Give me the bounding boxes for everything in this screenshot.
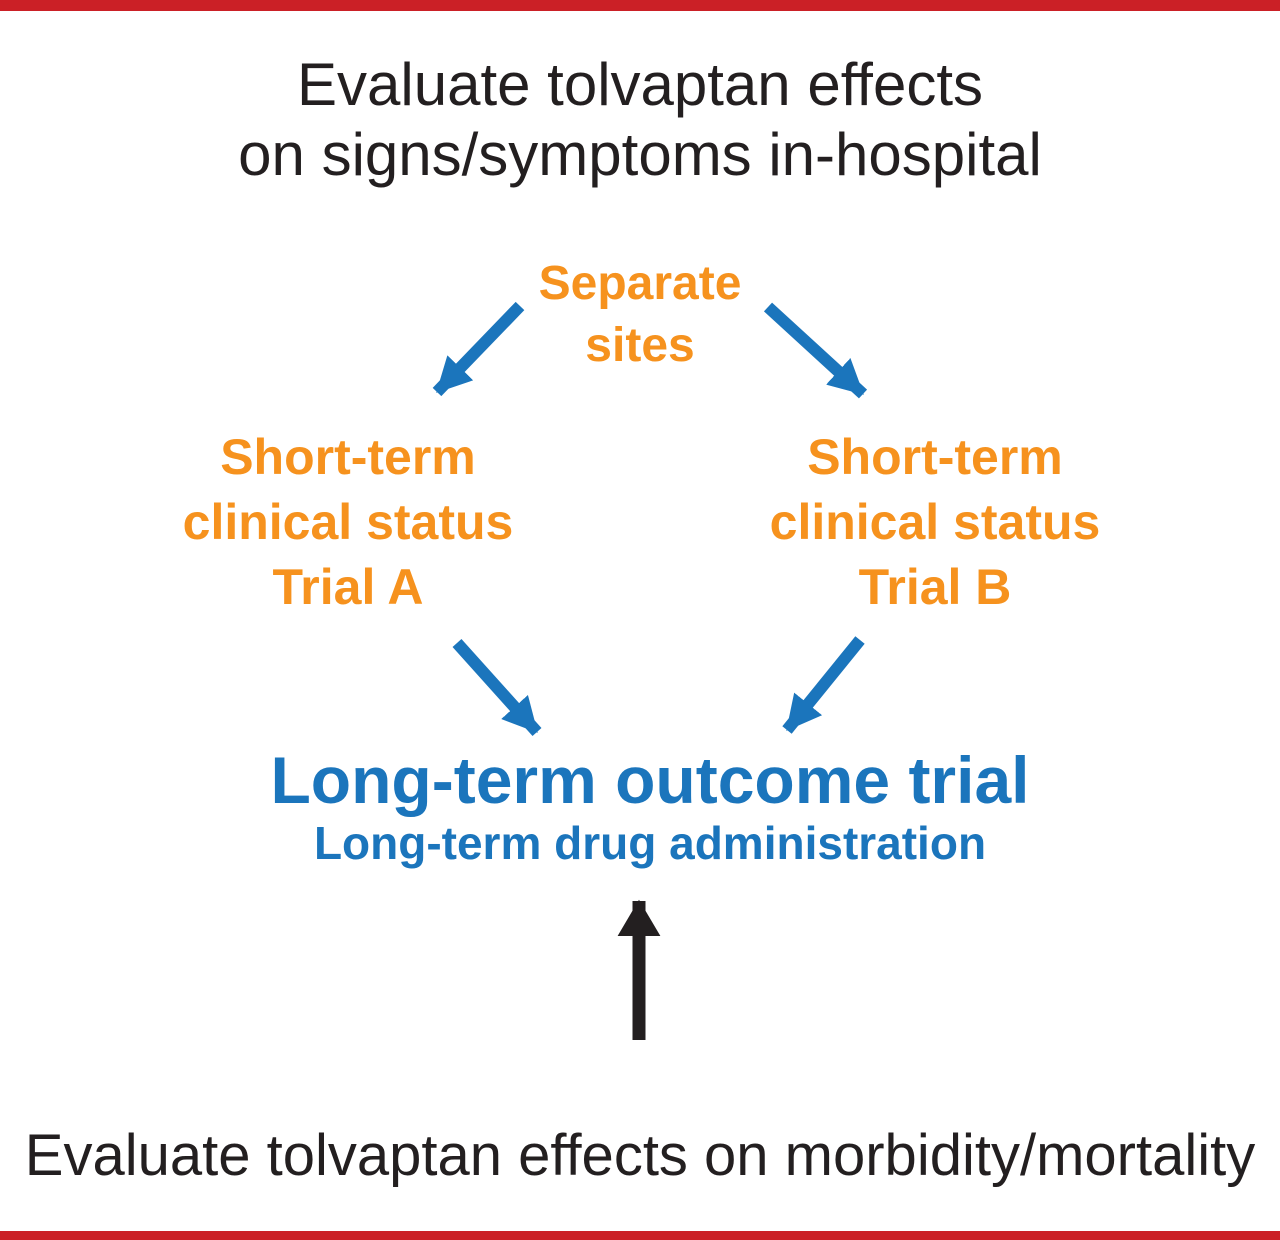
converge-left-arrow-icon xyxy=(452,638,542,737)
trial-b-line2: clinical status xyxy=(769,494,1101,550)
separate-sites-label: Separate sites xyxy=(0,253,1280,377)
trial-a-line2: clinical status xyxy=(182,494,514,550)
bottom-border-bar xyxy=(0,1231,1280,1240)
top-caption: Evaluate tolvaptan effects on signs/symp… xyxy=(0,50,1280,190)
trial-a-line1: Short-term xyxy=(220,429,476,485)
separate-sites-line2: sites xyxy=(585,319,695,372)
trial-a-node: Short-term clinical status Trial A xyxy=(48,425,648,620)
top-caption-line1: Evaluate tolvaptan effects xyxy=(296,51,983,118)
top-caption-line2: on signs/symptoms in-hospital xyxy=(238,121,1042,188)
trial-b-node: Short-term clinical status Trial B xyxy=(635,425,1235,620)
bottom-caption: Evaluate tolvaptan effects on morbidity/… xyxy=(24,1123,1256,1188)
separate-sites-line1: Separate xyxy=(538,257,742,310)
outcome-trial-subtitle: Long-term drug administration xyxy=(313,817,987,869)
top-border-bar xyxy=(0,0,1280,11)
outcome-trial-title: Long-term outcome trial xyxy=(270,743,1030,817)
outcome-trial-node: Long-term outcome trial Long-term drug a… xyxy=(10,743,1280,869)
converge-right-arrow-icon xyxy=(782,636,865,734)
trial-b-line1: Short-term xyxy=(807,429,1063,485)
trial-a-line3: Trial A xyxy=(272,559,424,615)
trial-b-line3: Trial B xyxy=(858,559,1012,615)
